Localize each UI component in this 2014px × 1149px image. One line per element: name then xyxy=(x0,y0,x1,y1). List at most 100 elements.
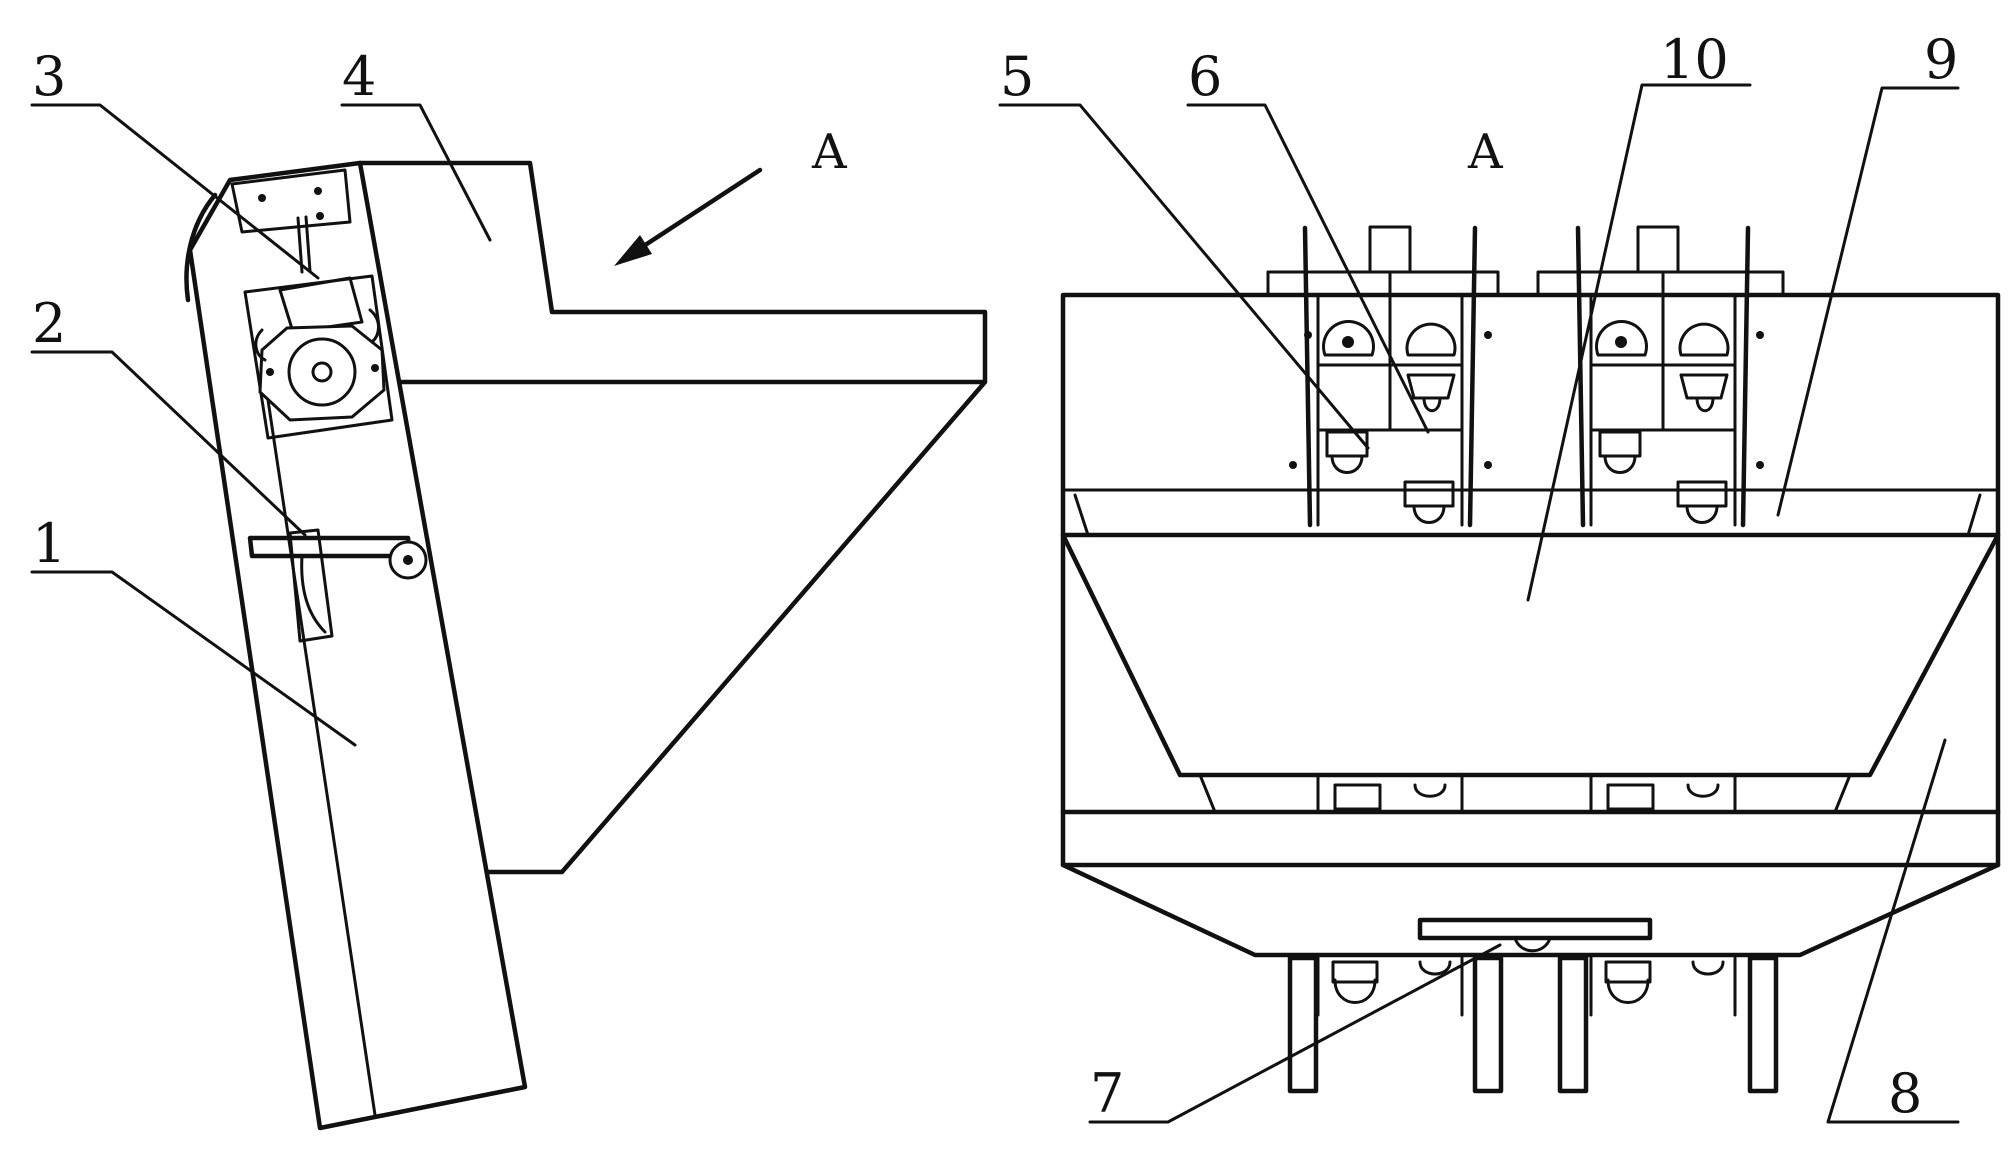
leader-5 xyxy=(998,103,1370,450)
bottom-seed-cup xyxy=(1606,978,1650,1004)
mount-screw xyxy=(258,194,266,202)
motor-hub xyxy=(311,361,333,383)
unit-side-rail xyxy=(1740,225,1751,528)
tension-lever xyxy=(247,535,413,559)
bottom-seed-cup xyxy=(1333,978,1377,1004)
trough-lip-left xyxy=(1073,493,1090,537)
motor-clip xyxy=(254,328,267,362)
belt-cover-curve xyxy=(184,192,218,303)
trough-lip-right xyxy=(1966,493,1982,537)
conveyor-column xyxy=(187,160,528,1131)
unit-side-rail xyxy=(1467,225,1478,528)
leader-2 xyxy=(30,350,307,537)
bottom-seed-cup xyxy=(1418,960,1452,976)
seed-cup xyxy=(1679,373,1729,400)
leader-8 xyxy=(1826,738,1960,1124)
callout-4: 4 xyxy=(342,45,376,108)
trough-base-left xyxy=(1198,773,1217,814)
callouts: 3 4 2 1 5 6 10 9 7 8 xyxy=(30,28,1960,1125)
tension-roller-hub xyxy=(403,555,413,565)
view-arrow-shaft xyxy=(627,167,763,258)
callout-1: 1 xyxy=(32,512,66,575)
seed-wheel-icon xyxy=(1405,322,1457,357)
seed-box xyxy=(1676,480,1728,508)
side-view: A xyxy=(184,124,988,1131)
seed-cup-bottom xyxy=(1685,504,1719,524)
frame-screw xyxy=(1756,461,1764,469)
wheel-hub xyxy=(1342,336,1354,348)
bottom-seed-cup xyxy=(1691,960,1725,976)
callout-5: 5 xyxy=(1000,45,1034,108)
tension-bracket xyxy=(288,528,334,643)
callout-2: 2 xyxy=(32,292,66,355)
frame-screw xyxy=(1756,331,1764,339)
lower-seed-cup xyxy=(1686,783,1720,798)
flange-bolt xyxy=(371,364,379,372)
callout-8: 8 xyxy=(1888,1062,1922,1125)
bottom-seed-box xyxy=(1331,960,1379,984)
frame-screw xyxy=(1484,331,1492,339)
shaft-cap-right xyxy=(1636,225,1680,274)
callout-9: 9 xyxy=(1924,28,1958,91)
wheel-hub xyxy=(1615,336,1627,348)
seed-cup-bottom xyxy=(1330,454,1364,474)
support-leg xyxy=(1287,955,1319,1094)
motor-clip xyxy=(368,308,380,344)
callout-6: 6 xyxy=(1188,45,1222,108)
frame-screw xyxy=(1484,461,1492,469)
motor-shaft xyxy=(304,215,312,273)
metering-unit-right xyxy=(1575,225,1751,814)
leader-7 xyxy=(1088,943,1502,1124)
motor-housing xyxy=(278,276,364,334)
metering-unit-left xyxy=(1302,225,1478,814)
leader-6 xyxy=(1186,103,1430,434)
view-title: A xyxy=(1467,124,1504,180)
bottom-seed-box xyxy=(1604,960,1652,984)
unit-side-rail xyxy=(1575,225,1586,528)
hopper-body xyxy=(357,160,988,875)
seed-box xyxy=(1598,430,1642,458)
trough-base-right xyxy=(1833,773,1852,814)
leader-10 xyxy=(1526,83,1752,602)
leader-9 xyxy=(1776,86,1960,517)
seed-wheel-icon xyxy=(1678,322,1730,357)
seed-cup-bottom xyxy=(1422,396,1442,413)
flange-bolt xyxy=(266,368,274,376)
view-arrow-head xyxy=(614,235,652,266)
support-leg xyxy=(1747,955,1779,1094)
leader-3 xyxy=(30,103,320,280)
feed-trough xyxy=(1060,532,2001,778)
conveyor-inner-rail xyxy=(263,378,377,1117)
callout-3: 3 xyxy=(32,45,66,108)
tension-arc xyxy=(300,554,327,634)
support-leg xyxy=(1472,955,1504,1094)
callout-7: 7 xyxy=(1090,1062,1124,1125)
discharge-bar xyxy=(1417,917,1653,941)
shaft-cap-left xyxy=(1368,225,1412,274)
seed-wheel-icon xyxy=(1322,319,1375,357)
seed-wheel-icon xyxy=(1595,319,1648,357)
support-leg xyxy=(1557,955,1589,1094)
seed-box xyxy=(1325,430,1369,458)
seed-box xyxy=(1403,480,1455,508)
seed-cup xyxy=(1406,373,1456,400)
seed-cup-bottom xyxy=(1603,454,1637,474)
top-cap-left xyxy=(1266,270,1500,297)
lower-seed-cup xyxy=(1413,783,1447,798)
seed-cup-bottom xyxy=(1412,504,1446,524)
callout-10: 10 xyxy=(1660,28,1729,91)
mount-screw xyxy=(314,187,322,195)
frame-screw xyxy=(1289,461,1297,469)
bottom-chute xyxy=(1060,862,2001,958)
lower-seed-box xyxy=(1333,783,1382,811)
mount-screw xyxy=(316,212,324,220)
lower-seed-box xyxy=(1606,783,1655,811)
leader-1 xyxy=(30,570,357,747)
view-arrow-label: A xyxy=(811,124,848,180)
seed-cup-bottom xyxy=(1695,396,1715,413)
leader-4 xyxy=(340,103,492,242)
discharge-notch xyxy=(1513,936,1552,953)
front-view-a: A xyxy=(1060,124,2001,1094)
